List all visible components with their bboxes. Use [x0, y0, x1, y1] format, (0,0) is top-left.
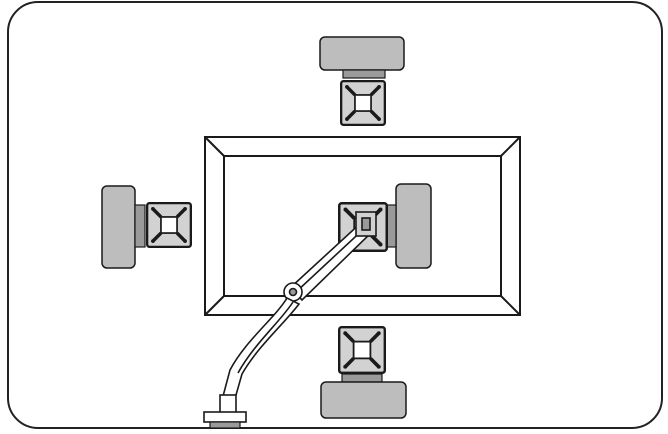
vesa-plate-bottom: [338, 326, 386, 374]
mount-position-left: [101, 185, 192, 269]
desk-clamp: [203, 411, 247, 429]
monitor-pad-left: [101, 185, 136, 269]
monitor-pad-bottom: [320, 381, 407, 419]
mount-position-bottom: [320, 326, 407, 419]
gas-spring-arm: [219, 211, 377, 416]
adapter-neck-bottom: [341, 373, 383, 383]
adapter-neck-top: [342, 69, 386, 79]
mount-position-right: [338, 183, 432, 269]
vesa-plate-left: [146, 202, 192, 248]
mount-position-top: [319, 36, 405, 126]
vesa-plate-top: [340, 80, 386, 126]
adapter-neck-left: [134, 204, 146, 248]
monitor-pad-top: [319, 36, 405, 71]
monitor-pad-right: [395, 183, 432, 269]
